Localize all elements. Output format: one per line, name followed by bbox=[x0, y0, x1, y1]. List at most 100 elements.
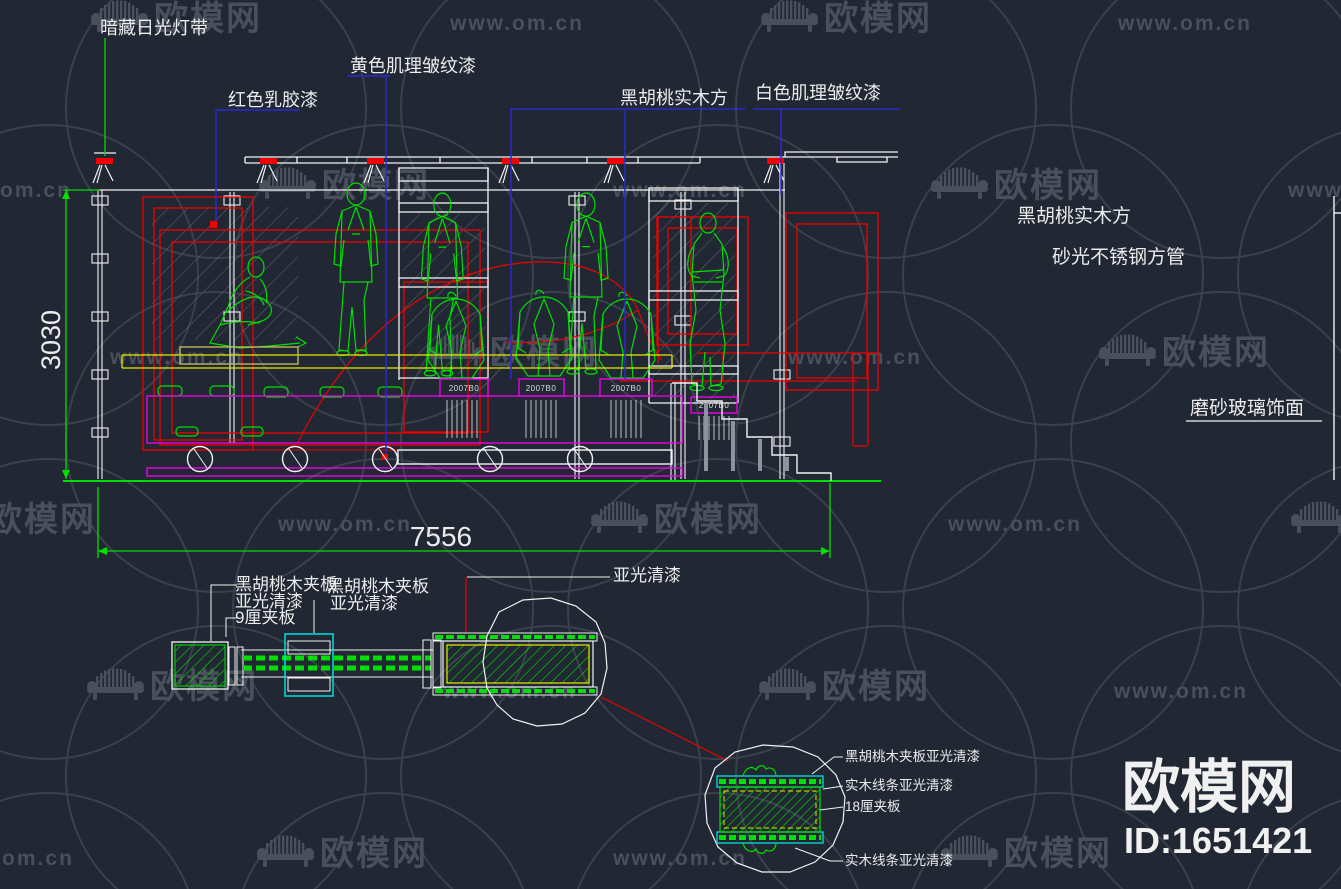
watermark-url-text: www.om.cn bbox=[0, 847, 74, 870]
watermark-circle bbox=[902, 124, 1204, 426]
display-platform bbox=[146, 378, 738, 477]
stand-plate-text: 2007B0 bbox=[699, 401, 730, 410]
dim-width-text: 7556 bbox=[410, 521, 472, 552]
callout-walnut-plywood-b: 黑胡桃木夹板 bbox=[327, 577, 429, 596]
watermark-circle bbox=[567, 124, 869, 426]
watermark-url-text: www.om.cn bbox=[0, 179, 72, 202]
callout-matte-varnish-a: 亚光清漆 bbox=[235, 592, 303, 611]
watermark-circle bbox=[735, 291, 1037, 593]
callout-hidden-light: 暗藏日光灯带 bbox=[100, 18, 208, 38]
watermark-circle bbox=[241, 792, 525, 889]
callout-matte-varnish-b: 亚光清漆 bbox=[330, 594, 398, 613]
callout-stainless-tube: 砂光不锈钢方管 bbox=[1052, 246, 1185, 268]
detail-callouts: 黑胡桃木夹板亚光清漆 实木线条亚光清漆 18厘夹板 实木线条亚光清漆 bbox=[845, 749, 980, 868]
watermark-url-text: www.om.cn bbox=[109, 346, 244, 369]
right-edge-line bbox=[1333, 196, 1341, 480]
callout-wood-trim-varnish-top: 实木线条亚光清漆 bbox=[845, 777, 953, 793]
ceiling-track bbox=[94, 151, 898, 191]
stand-plate-text: 2007B0 bbox=[611, 384, 642, 393]
watermark-circle bbox=[0, 792, 190, 889]
watermark-brand-text: 欧模网 bbox=[994, 167, 1102, 205]
watermark-url-text: www.om.cn bbox=[277, 513, 412, 536]
callout-walnut-plywood-a: 黑胡桃木夹板 bbox=[235, 575, 337, 594]
sofa-icon bbox=[87, 668, 144, 700]
brand-logo-id: ID:1651421 bbox=[1124, 820, 1312, 861]
detail-block bbox=[716, 765, 824, 854]
sofa-icon bbox=[931, 167, 988, 199]
detail-leaders bbox=[794, 756, 844, 862]
watermark-url-text: www.om.cn bbox=[1287, 179, 1341, 202]
stand-plates: 2007B0 2007B0 2007B0 2007B0 bbox=[449, 384, 730, 410]
stools bbox=[157, 385, 403, 437]
dim-height-text: 3030 bbox=[36, 310, 66, 370]
watermark-circle bbox=[400, 625, 702, 889]
callout-18mm-plywood: 18厘夹板 bbox=[845, 799, 901, 814]
brand-logo-name: 欧模网 bbox=[1122, 755, 1296, 820]
section-strips bbox=[241, 649, 433, 678]
callout-yellow-texture-paint: 黄色肌理皱纹漆 bbox=[350, 56, 476, 76]
watermark-circle bbox=[1070, 625, 1341, 889]
watermark-brand-text: 欧模网 bbox=[320, 835, 428, 873]
right-callouts: 黑胡桃实木方 砂光不锈钢方管 磨砂玻璃饰面 bbox=[1017, 205, 1322, 422]
elevation-callouts: 暗藏日光灯带 红色乳胶漆 黄色肌理皱纹漆 黑胡桃实木方 白色肌理皱纹漆 bbox=[100, 18, 881, 110]
sofa-icon bbox=[259, 167, 316, 199]
callout-walnut-wood-right: 黑胡桃实木方 bbox=[1017, 205, 1131, 227]
section-callouts: 黑胡桃木夹板 亚光清漆 黑胡桃木夹板 亚光清漆 9厘夹板 亚光清漆 bbox=[235, 566, 681, 627]
watermark-brand-text: 欧模网 bbox=[822, 668, 930, 706]
watermark-circle bbox=[1070, 291, 1341, 593]
stand-plate-text: 2007B0 bbox=[526, 384, 557, 393]
watermark-circle bbox=[911, 792, 1195, 889]
watermark-url-text: www.om.cn bbox=[1117, 12, 1252, 35]
sofa-icon bbox=[1291, 501, 1341, 533]
red-frames bbox=[142, 196, 879, 460]
watermark-url-text: www.om.cn bbox=[612, 847, 747, 870]
watermark-brand-text: 欧模网 bbox=[1162, 334, 1270, 372]
post-connectors bbox=[91, 195, 791, 447]
section-drawing: 黑胡桃木夹板 亚光清漆 黑胡桃木夹板 亚光清漆 9厘夹板 亚光清漆 bbox=[171, 566, 729, 762]
watermark-url-text: www.om.cn bbox=[947, 513, 1082, 536]
watermark-brand-text: 欧模网 bbox=[1004, 835, 1112, 873]
sofa-icon bbox=[1099, 334, 1156, 366]
elevation-drawing: 2007B0 2007B0 2007B0 2007B0 bbox=[36, 18, 1341, 558]
watermark-circle bbox=[735, 0, 1037, 259]
callout-frosted-glass: 磨砂玻璃饰面 bbox=[1190, 397, 1304, 419]
watermark-url-text: www.om.cn bbox=[449, 12, 584, 35]
section-right-block bbox=[422, 632, 598, 696]
watermark-circle bbox=[576, 792, 860, 889]
callout-red-latex-paint: 红色乳胶漆 bbox=[228, 90, 318, 110]
watermark-circle bbox=[0, 458, 199, 760]
watermark-brand-text: 欧模网 bbox=[654, 501, 762, 539]
leader-lines bbox=[104, 38, 900, 454]
watermark-brand-text: 欧模网 bbox=[490, 334, 598, 372]
callout-white-texture-paint: 白色肌理皱纹漆 bbox=[755, 83, 881, 103]
brand-logo: 欧模网 ID:1651421 bbox=[1122, 755, 1312, 861]
callout-walnut-plywood-varnish: 黑胡桃木夹板亚光清漆 bbox=[845, 749, 980, 764]
sofa-icon bbox=[761, 0, 818, 32]
watermark-circle bbox=[1237, 131, 1341, 419]
detail-blowup-drawing: 黑胡桃木夹板亚光清漆 实木线条亚光清漆 18厘夹板 实木线条亚光清漆 bbox=[704, 744, 980, 873]
watermark-circle bbox=[400, 0, 702, 259]
watermark-brand-text: 欧模网 bbox=[824, 0, 932, 38]
watermark-url-text: www.om.cn bbox=[1113, 680, 1248, 703]
sofa-icon bbox=[591, 501, 648, 533]
watermark-circle bbox=[1237, 465, 1341, 753]
watermark-brand-text: 欧模网 bbox=[322, 167, 430, 205]
watermark-circle bbox=[400, 291, 702, 593]
detail-cloud-marker bbox=[482, 597, 608, 727]
callout-walnut-wood: 黑胡桃实木方 bbox=[620, 88, 728, 108]
watermark-circle bbox=[1070, 0, 1341, 259]
detail-cloud bbox=[704, 744, 846, 873]
watermark-circle bbox=[65, 625, 367, 889]
stairs bbox=[672, 382, 832, 481]
callout-matte-varnish-right: 亚光清漆 bbox=[613, 566, 681, 585]
callout-wood-trim-varnish-bottom: 实木线条亚光清漆 bbox=[845, 852, 953, 868]
stand-pedestals bbox=[446, 400, 730, 440]
base-assembly bbox=[186, 445, 673, 473]
shelf-band bbox=[121, 346, 673, 369]
section-cyan-block bbox=[284, 633, 334, 697]
sofa-icon bbox=[759, 668, 816, 700]
detail-leader bbox=[600, 696, 729, 762]
dimension-width: 7556 bbox=[97, 483, 831, 558]
